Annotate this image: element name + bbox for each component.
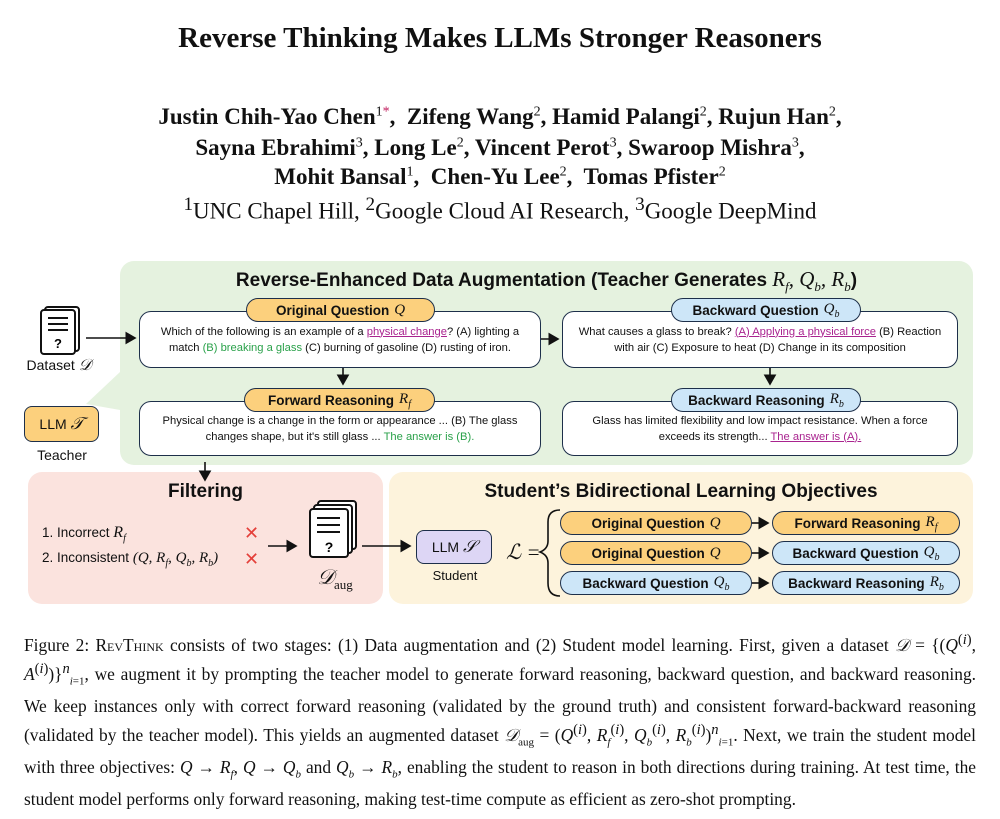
pill-label: Backward Reasoning: [788, 575, 925, 591]
author-line-2: Sayna Ebrahimi3, Long Le2, Vincent Perot…: [195, 135, 805, 160]
loss-symbol: ℒ =: [506, 540, 541, 564]
pill-label: Original Question: [275, 302, 390, 318]
teacher-label: Teacher: [37, 447, 87, 463]
filter-item-text: 2. Inconsistent: [42, 550, 130, 565]
oq-text: Which of the following is an example of …: [160, 325, 364, 338]
fr-answer: The answer is (B).: [383, 430, 475, 443]
cross-icon: ✕: [244, 523, 260, 544]
oq-answer: (B) breaking a glass: [202, 341, 303, 354]
affiliation: Google DeepMind: [644, 198, 817, 224]
teacher-llm-box: LLM 𝒯: [24, 406, 99, 442]
augmented-dataset-label: 𝒟aug: [317, 565, 353, 593]
br-text: Glass has limited flexibility and low im…: [592, 414, 928, 443]
oq-text-mid: ? (A) lighting a match: [168, 325, 520, 354]
pill-label: Backward Question: [692, 302, 819, 318]
author-name: Hamid Palangi: [552, 104, 700, 129]
dataset-label: Dataset 𝒟: [26, 357, 92, 374]
author-line-3: Mohit Bansal1, Chen-Yu Lee2, Tomas Pfist…: [274, 164, 726, 189]
author-name: Mohit Bansal: [274, 164, 407, 189]
teacher-llm-text: LLM: [39, 416, 67, 432]
author-name: Zifeng Wang: [406, 104, 534, 129]
paper-title: Reverse Thinking Makes LLMs Stronger Rea…: [178, 22, 822, 54]
student-llm-box: LLM 𝒮: [416, 530, 492, 564]
document-icon: ?: [36, 306, 82, 356]
augmentation-title-text: Reverse-Enhanced Data Augmentation (Teac…: [235, 270, 768, 291]
student-label: Student: [432, 568, 478, 583]
caption-label: Figure 2:: [24, 634, 90, 655]
filtering-title: Filtering: [168, 481, 243, 502]
affiliation: UNC Chapel Hill: [193, 198, 355, 224]
oq-text-post: (C) burning of gasoline (D) rusting of i…: [305, 341, 511, 354]
br-answer: The answer is (A).: [770, 430, 862, 443]
bq-text-post: (B) Reaction with air (C) Exposure to he…: [614, 325, 942, 354]
author-name: Long Le: [374, 135, 457, 160]
pill-label: Original Question: [591, 545, 705, 561]
objectives-title: Student’s Bidirectional Learning Objecti…: [484, 481, 878, 502]
pill-label: Forward Reasoning: [268, 392, 395, 408]
affiliations: 1UNC Chapel Hill, 2Google Cloud AI Resea…: [183, 194, 817, 224]
original-question-box: Which of the following is an example of …: [139, 311, 541, 368]
augmentation-title: Reverse-Enhanced Data Augmentation (Teac…: [235, 267, 858, 295]
fr-text: Physical change is a change in the form …: [162, 414, 518, 443]
filter-item-text: 1. Incorrect: [42, 525, 110, 540]
author-name: Vincent Perot: [474, 135, 610, 160]
author-name: Swaroop Mishra: [628, 135, 792, 160]
caption-text: , enabling the student to reason in both…: [24, 756, 976, 809]
caption-text: , we augment it by prompting the teacher…: [24, 664, 976, 746]
pill-label: Forward Reasoning: [794, 515, 921, 531]
filter-item-inconsistent: 2. Inconsistent (Q, Rf, Qb, Rb): [42, 550, 219, 569]
cross-icon: ✕: [244, 549, 260, 570]
affiliation: Google Cloud AI Research: [375, 198, 624, 224]
student-llm-text: LLM: [431, 539, 460, 555]
pill-label: Original Question: [591, 515, 705, 531]
bq-highlight: (A) Applying a physical force: [734, 325, 876, 338]
author-name: Chen-Yu Lee: [430, 164, 560, 189]
oq-highlight: physical change: [366, 325, 447, 338]
author-name: Rujun Han: [718, 104, 829, 129]
pill-label: Backward Reasoning: [688, 392, 825, 408]
author-name: Justin Chih-Yao Chen: [158, 104, 376, 129]
svg-text:?: ?: [54, 336, 62, 351]
pill-label: Backward Question: [792, 545, 919, 561]
filter-item-incorrect: 1. Incorrect Rf: [42, 524, 126, 545]
dataset-label-text: Dataset: [26, 357, 75, 373]
system-name: RevThink: [95, 634, 164, 655]
pill-label: Backward Question: [582, 575, 709, 591]
author-name: Sayna Ebrahimi: [195, 135, 356, 160]
svg-text:?: ?: [325, 539, 334, 555]
caption-text: . Next, we train the student model with …: [24, 725, 976, 777]
figure-caption: Figure 2: RevThink consists of two stage…: [24, 632, 976, 809]
augmented-dataset-icon: ?: [304, 500, 362, 562]
author-name: Tomas Pfister: [583, 164, 719, 189]
caption-text: consists of two stages: (1) Data augment…: [169, 634, 889, 655]
bq-text: What causes a glass to break?: [578, 325, 732, 338]
author-line-1: Justin Chih-Yao Chen1*, Zifeng Wang2, Ha…: [158, 104, 842, 129]
